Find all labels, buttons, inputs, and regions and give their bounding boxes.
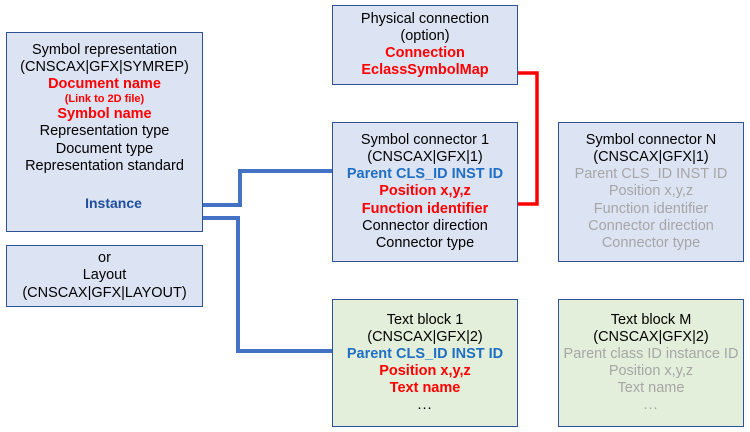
node-line: Connector type: [375, 234, 475, 251]
node-line: Text block 1: [386, 311, 464, 328]
node-line-connection: Connection: [385, 45, 465, 61]
instance-row: Instance: [7, 195, 202, 212]
node-line: Symbol connector 1: [360, 132, 490, 149]
node-line: (CNSCAX|GFX|1): [593, 149, 709, 166]
node-symbol-connector-n[interactable]: Symbol connector N (CNSCAX|GFX|1) Parent…: [558, 122, 744, 262]
node-line-symbol-name: Symbol name: [57, 106, 152, 123]
node-line: Connector direction: [362, 217, 488, 234]
node-line: Parent CLS_ID INST ID: [574, 166, 728, 183]
node-line-ellipsis: ...: [417, 397, 433, 414]
node-line-ellipsis: ...: [643, 397, 659, 414]
node-line: Connector direction: [588, 217, 714, 234]
node-line: (CNSCAX|GFX|2): [593, 328, 709, 345]
node-line: Document type: [55, 140, 154, 157]
node-line-document-name: Document name: [48, 76, 161, 93]
node-line: (option): [400, 27, 450, 44]
node-line-position: Position x,y,z: [379, 363, 471, 379]
node-line: Text block M: [610, 311, 692, 328]
node-line: Physical connection: [360, 10, 490, 27]
node-line: Parent class ID instance ID: [563, 345, 739, 362]
node-line: (CNSCAX|GFX|2): [367, 328, 483, 345]
node-line: Symbol connector N: [585, 132, 717, 149]
node-line-parent-cls-id: Parent CLS_ID INST ID: [346, 166, 504, 183]
node-line-text-name: Text name: [389, 380, 461, 397]
node-line-position: Position x,y,z: [379, 183, 471, 200]
node-line: Text name: [617, 380, 685, 397]
node-physical-connection[interactable]: Physical connection (option) Connection …: [332, 5, 518, 85]
symbol-representation-lines: Symbol representation (CNSCAX|GFX|SYMREP…: [20, 42, 189, 175]
node-line-layout: Layout: [82, 267, 127, 284]
node-layout[interactable]: or Layout (CNSCAX|GFX|LAYOUT): [6, 245, 203, 307]
node-text-block-1[interactable]: Text block 1 (CNSCAX|GFX|2) Parent CLS_I…: [332, 299, 518, 427]
node-line: Connector type: [601, 234, 701, 251]
node-line-link-to-2d-file: (Link to 2D file): [64, 93, 145, 106]
node-line-eclass-symbol-map: EclassSymbolMap: [361, 62, 489, 79]
node-line: Symbol representation: [31, 42, 178, 58]
node-text-block-m[interactable]: Text block M (CNSCAX|GFX|2) Parent class…: [558, 299, 744, 427]
node-line-layout-code: (CNSCAX|GFX|LAYOUT): [22, 284, 187, 301]
node-line: Representation type: [39, 123, 170, 140]
node-symbol-representation[interactable]: Symbol representation (CNSCAX|GFX|SYMREP…: [6, 32, 203, 232]
node-line: Position x,y,z: [608, 363, 694, 379]
node-line: (CNSCAX|GFX|1): [367, 149, 483, 166]
node-line-parent-cls-id: Parent CLS_ID INST ID: [346, 345, 504, 362]
node-line: Representation standard: [25, 157, 184, 174]
node-line: Function identifier: [593, 200, 709, 217]
node-line: (CNSCAX|GFX|SYMREP): [20, 59, 189, 76]
node-line: Position x,y,z: [608, 183, 694, 200]
instance-label: Instance: [85, 194, 142, 211]
node-symbol-connector-1[interactable]: Symbol connector 1 (CNSCAX|GFX|1) Parent…: [332, 122, 518, 262]
node-line-or: or: [98, 250, 111, 267]
node-line-function-identifier: Function identifier: [361, 200, 489, 217]
